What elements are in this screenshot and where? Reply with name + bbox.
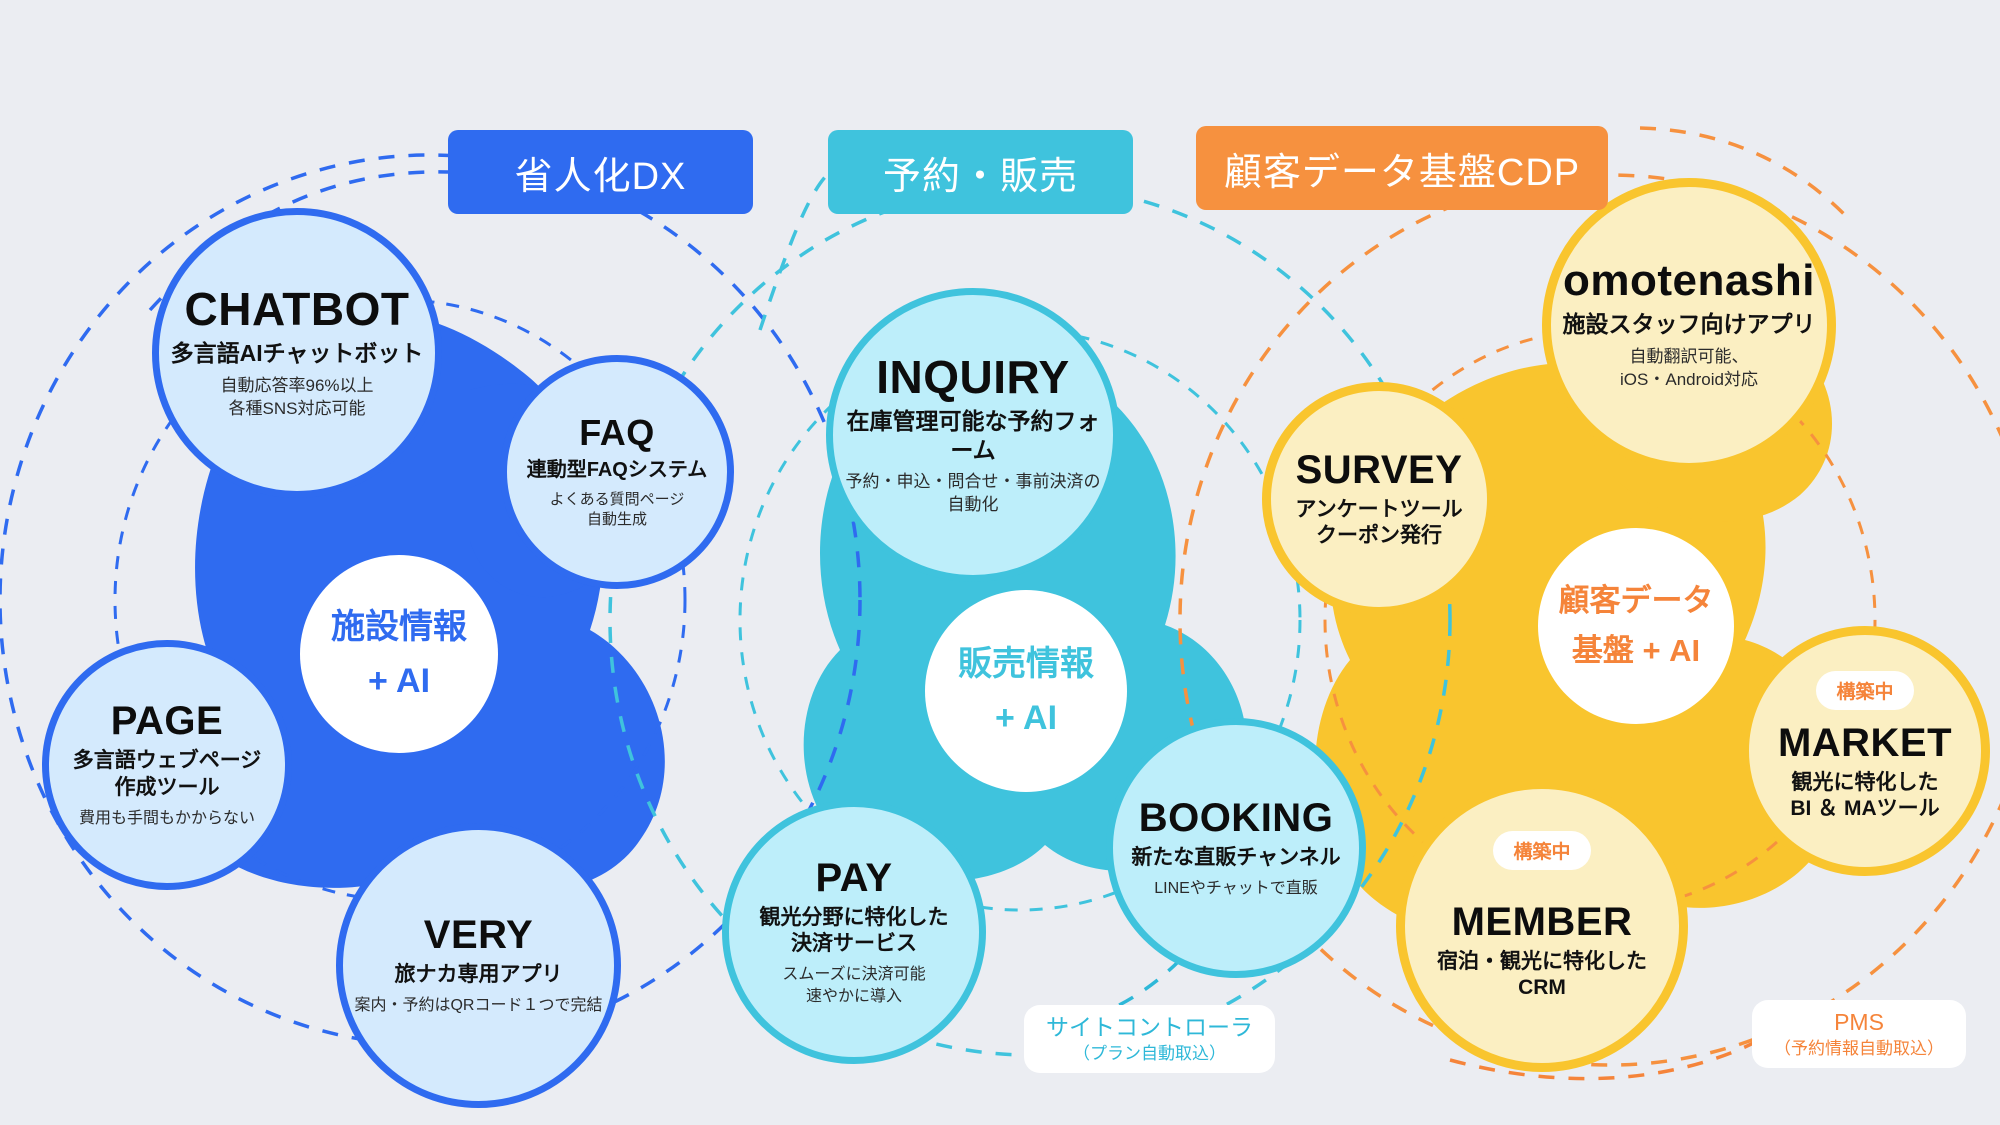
bubble-title: INQUIRY <box>876 350 1070 403</box>
bubble-survey[interactable]: SURVEY アンケートツール クーポン発行 <box>1262 382 1496 616</box>
bubble-subtitle: 新たな直販チャンネル <box>1131 845 1341 869</box>
bubble-note-2: 各種SNS対応可能 <box>228 399 366 419</box>
bubble-note-1: LINEやチャットで直販 <box>1154 879 1318 897</box>
bubble-subtitle: 観光に特化した BI ＆ MAツール <box>1790 770 1940 820</box>
bubble-pay[interactable]: PAY 観光分野に特化した 決済サービス スムーズに決済可能 速やかに導入 <box>722 800 986 1064</box>
bubble-title: MARKET <box>1777 720 1953 765</box>
bubble-chatbot[interactable]: CHATBOT 多言語AIチャットボット 自動応答率96%以上 各種SNS対応可… <box>152 208 442 498</box>
category-label: 省人化DX <box>514 155 687 198</box>
bubble-subtitle: 連動型FAQシステム <box>526 458 708 481</box>
bubble-faq[interactable]: FAQ 連動型FAQシステム よくある質問ページ 自動生成 <box>500 355 734 589</box>
blue-dashed-orbit <box>0 153 862 1047</box>
bubble-inquiry[interactable]: INQUIRY 在庫管理可能な予約フォーム 予約・申込・問合せ・事前決済の 自動… <box>826 288 1120 582</box>
bubble-booking[interactable]: BOOKING 新たな直販チャンネル LINEやチャットで直販 <box>1106 718 1366 978</box>
hub-customer-data: 顧客データ 基盤 + AI <box>1538 528 1734 724</box>
bubble-subtitle: 在庫管理可能な予約フォーム <box>846 407 1100 463</box>
cyan-dash-to-pill <box>758 170 832 331</box>
bubble-title: PAY <box>815 855 893 900</box>
hub-line-1: 顧客データ <box>1558 582 1714 618</box>
bubble-title: VERY <box>423 913 534 958</box>
blue-dash-to-pill <box>148 170 449 312</box>
bubble-very[interactable]: VERY 旅ナカ専用アプリ 案内・予約はQRコード１つで完結 <box>336 823 621 1108</box>
bubble-note-1: 案内・予約はQRコード１つで完結 <box>354 997 603 1015</box>
hub-line-2: + AI <box>367 662 431 700</box>
cyan-dashed-inner <box>738 328 1302 912</box>
note-pill-site-controller[interactable]: サイトコントローラ （プラン自動取込） <box>1024 1005 1275 1073</box>
category-pill-shojinka-dx[interactable]: 省人化DX <box>448 130 753 214</box>
bubble-subtitle: 宿泊・観光に特化した CRM <box>1437 949 1647 999</box>
bubble-subtitle: アンケートツール クーポン発行 <box>1295 497 1463 547</box>
bubble-note-1: スムーズに決済可能 <box>782 966 926 984</box>
status-badge-member: 構築中 <box>1493 831 1591 870</box>
bubble-title: SURVEY <box>1295 447 1463 492</box>
hub-line-2: + AI <box>994 699 1058 737</box>
bubble-omotenashi[interactable]: omotenashi 施設スタッフ向けアプリ 自動翻訳可能、 iOS・Andro… <box>1542 178 1836 472</box>
bubble-subtitle: 観光分野に特化した 決済サービス <box>759 905 949 955</box>
category-label: 予約・販売 <box>882 155 1078 198</box>
bubble-page[interactable]: PAGE 多言語ウェブページ 作成ツール 費用も手間もかからない <box>42 640 292 890</box>
hub-facility-info: 施設情報 + AI <box>300 555 498 753</box>
bubble-note-2: 自動生成 <box>586 510 647 528</box>
category-pill-yoyaku-hanbai[interactable]: 予約・販売 <box>828 130 1133 214</box>
bubble-market[interactable]: 構築中 MARKET 観光に特化した BI ＆ MAツール <box>1740 626 1990 876</box>
bubble-subtitle: 多言語ウェブページ 作成ツール <box>72 749 262 799</box>
note-pill-sub: （プラン自動取込） <box>1073 1043 1226 1063</box>
hub-line-2: 基盤 + AI <box>1571 633 1701 668</box>
bubble-note-2: iOS・Android対応 <box>1620 369 1758 389</box>
bubble-title: CHATBOT <box>184 283 410 336</box>
bubble-note-1: 費用も手間もかからない <box>78 809 255 827</box>
note-pill-main: PMS <box>1834 1009 1884 1035</box>
bubble-note-1: 予約・申込・問合せ・事前決済の <box>845 472 1101 492</box>
hub-line-1: 施設情報 <box>331 607 467 646</box>
bubble-title: MEMBER <box>1451 899 1633 944</box>
bubble-title: omotenashi <box>1563 256 1815 306</box>
category-label: 顧客データ基盤CDP <box>1223 151 1581 194</box>
note-pill-main: サイトコントローラ <box>1046 1014 1253 1040</box>
status-badge-market: 構築中 <box>1816 671 1914 710</box>
bubble-title: PAGE <box>110 699 224 744</box>
bubble-note-2: 自動化 <box>947 495 999 515</box>
bubble-subtitle: 施設スタッフ向けアプリ <box>1562 311 1816 338</box>
hub-sales-info: 販売情報 + AI <box>925 590 1127 792</box>
bubble-subtitle: 多言語AIチャットボット <box>170 340 424 367</box>
bubble-note-2: 速やかに導入 <box>805 987 902 1005</box>
bubble-title: FAQ <box>579 411 655 453</box>
bubble-note-1: 自動翻訳可能、 <box>1629 347 1749 367</box>
bubble-title: BOOKING <box>1138 795 1334 840</box>
bubble-note-1: よくある質問ページ <box>549 490 685 508</box>
note-pill-sub: （予約情報自動取込） <box>1774 1038 1944 1058</box>
hub-line-1: 販売情報 <box>958 644 1094 683</box>
category-pill-cdp[interactable]: 顧客データ基盤CDP <box>1196 126 1608 210</box>
bubble-subtitle: 旅ナカ専用アプリ <box>394 963 563 987</box>
bubble-note-1: 自動応答率96%以上 <box>220 376 374 396</box>
note-pill-pms[interactable]: PMS （予約情報自動取込） <box>1752 1000 1966 1068</box>
bubble-member[interactable]: 構築中 MEMBER 宿泊・観光に特化した CRM <box>1396 780 1688 1072</box>
